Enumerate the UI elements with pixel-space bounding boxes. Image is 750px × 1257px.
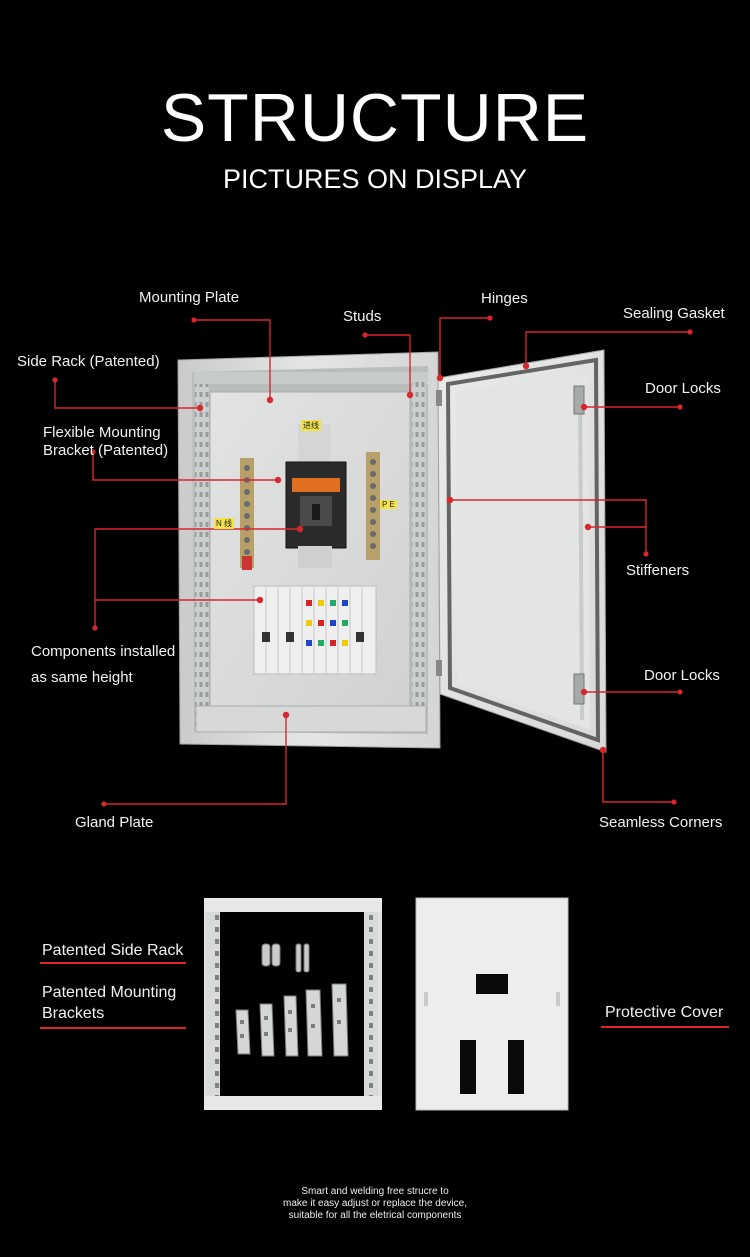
label-flexible-bracket-1: Flexible Mounting (43, 424, 161, 441)
label-door-locks-top: Door Locks (645, 380, 721, 397)
caption-line-1: Smart and welding free strucre to (301, 1186, 449, 1197)
hardware-bits (261, 943, 310, 973)
mounting-brackets (235, 983, 349, 1057)
neutral-busbar (240, 458, 254, 570)
label-flexible-bracket-2: Bracket (Patented) (43, 442, 169, 459)
label-sealing-gasket: Sealing Gasket (623, 305, 725, 322)
label-components-2: as same height (31, 669, 133, 686)
label-door-locks-bottom: Door Locks (644, 667, 720, 684)
label-components-1: Components installed (31, 643, 176, 660)
label-protective-cover: Protective Cover (605, 1004, 724, 1021)
caption: Smart and welding free strucre to make i… (0, 1186, 750, 1222)
caption-line-2: make it easy adjust or replace the devic… (283, 1198, 467, 1209)
page-title: STRUCTURE (160, 80, 590, 156)
cabinet-door (436, 349, 607, 753)
label-studs: Studs (343, 308, 382, 325)
protective-cover (415, 897, 569, 1111)
label-gland-plate: Gland Plate (75, 814, 154, 831)
n-bar-tag: N 线 (214, 518, 234, 529)
label-hinges: Hinges (481, 290, 528, 307)
modular-breakers (253, 585, 377, 675)
side-rack-frame (204, 898, 382, 1110)
label-stiffeners: Stiffeners (626, 562, 690, 579)
label-mounting-plate: Mounting Plate (139, 289, 240, 306)
callout-dots (52, 315, 693, 807)
label-side-rack: Side Rack (Patented) (17, 353, 160, 370)
pe-bar-tag: P E (380, 500, 397, 509)
caption-line-3: suitable for all the eletrical component… (288, 1210, 462, 1221)
cabinet-illustration (52, 315, 693, 807)
breaker-tag: 进线 (301, 420, 321, 431)
pe-busbar (366, 452, 380, 560)
label-patented-brackets-2: Brackets (42, 1005, 105, 1022)
label-patented-brackets-1: Patented Mounting (42, 984, 177, 1001)
label-seamless-corners: Seamless Corners (599, 814, 723, 831)
page-subtitle: PICTURES ON DISPLAY (222, 164, 528, 194)
main-breaker (285, 424, 347, 568)
label-patented-side-rack: Patented Side Rack (42, 942, 184, 959)
callout-lines (54, 317, 690, 805)
